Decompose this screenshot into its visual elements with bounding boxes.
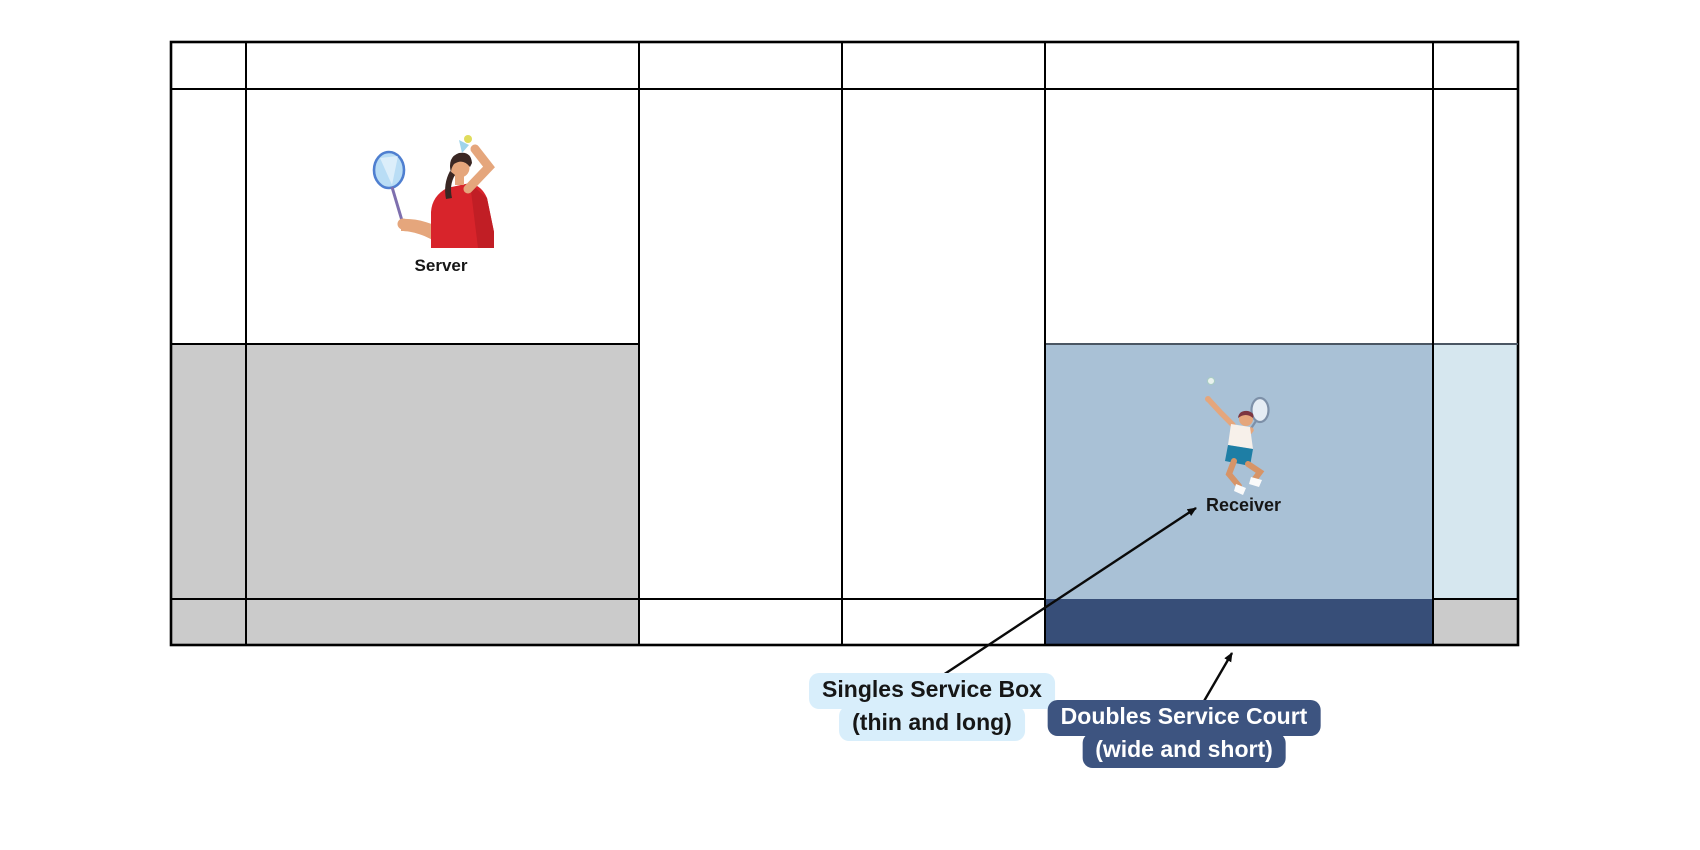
shuttlecock-icon [1207,377,1215,385]
callout-arrows [933,506,1234,709]
receiver-hand-left [1205,396,1211,402]
court-lines [169,40,1520,647]
singles-callout-line2: (thin and long) [839,705,1025,742]
server-ponytail [445,171,455,199]
region-singles-only-strip [1433,344,1518,599]
shuttlecock-feathers [459,140,469,153]
server-neck [455,176,464,185]
server-hair [450,152,472,173]
receiver-player-illustration [1205,377,1270,495]
receiver-label: Receiver [1206,495,1282,515]
receiver-shoe-right [1249,477,1262,487]
singles-callout-arrow [933,506,1197,683]
receiver-racket-icon [1250,396,1270,424]
receiver-leg-right [1245,461,1265,483]
receiver-arm-raised [1206,397,1236,428]
server-hand [397,218,409,230]
doubles-callout-line2: (wide and short) [1082,732,1286,769]
shuttlecock-cork [464,135,472,143]
server-player-illustration [372,135,495,248]
server-torso-shade [470,183,494,248]
server-label: Server [414,256,468,275]
receiver-hair [1238,410,1254,418]
court-regions [171,344,1518,645]
singles-service-box-callout: Singles Service Box (thin and long) [809,673,1055,742]
region-left-service-area [171,344,639,645]
racket-highlight [380,156,398,185]
doubles-service-court-callout: Doubles Service Court (wide and short) [1047,700,1321,769]
receiver-shoe-left [1234,484,1246,495]
singles-callout-line1: Singles Service Box [809,673,1055,709]
racket-shaft [390,186,405,225]
receiver-leg-left [1225,458,1242,489]
region-singles-doubles-overlap [1045,344,1433,599]
region-doubles-only-strip [1045,599,1433,645]
receiver-torso [1228,424,1253,449]
doubles-callout-arrow [1198,652,1234,709]
region-corner-alley [1433,599,1518,645]
server-arm-raised [463,144,495,194]
server-head [450,158,470,178]
doubles-callout-line1: Doubles Service Court [1047,700,1321,736]
